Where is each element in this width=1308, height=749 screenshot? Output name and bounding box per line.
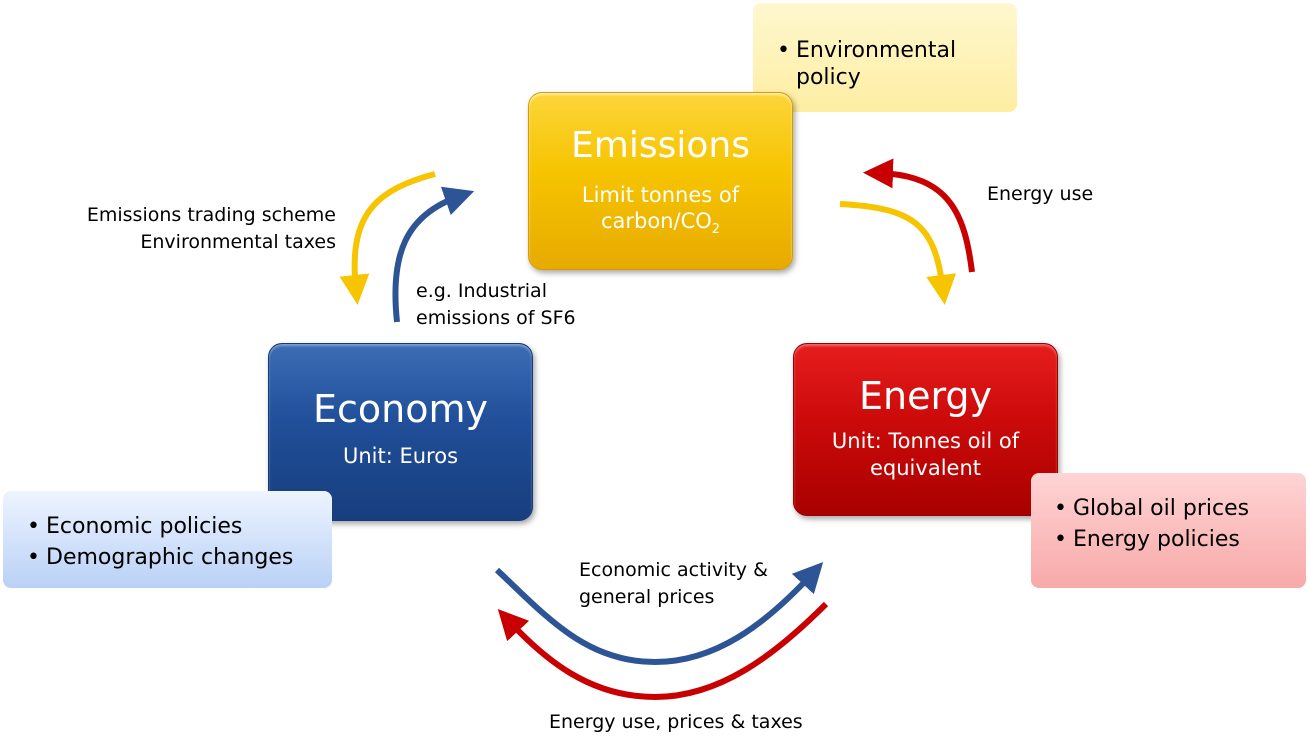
economy-factor-item: Economic policies [24,511,332,542]
arrow-energy-to-economy [497,601,829,701]
label-energy-use: Energy use [987,183,1094,205]
economy-factors-note: Economic policies Demographic changes [3,491,332,588]
economy-box: Economy Unit: Euros [268,343,533,521]
arrow-emissions-to-economy [339,171,436,305]
arrow-economy-to-energy [494,561,824,666]
economy-factor-item: Demographic changes [24,542,332,573]
economy-unit: Unit: Euros [342,444,459,468]
emissions-title: Emissions [571,125,750,166]
energy-factor-item: Energy policies [1051,524,1306,555]
emissions-unit-line1: Limit tonnes of [581,183,740,207]
arrow-energy-to-emissions [863,158,975,273]
emissions-box: Emissions Limit tonnes of carbon/CO2 [528,92,793,270]
label-economic-activity: Economic activity &general prices [579,559,768,608]
arrow-economy-to-emissions [392,186,475,323]
energy-title: Energy [858,374,993,418]
economy-title: Economy [313,387,488,431]
energy-factor-item: Global oil prices [1051,493,1306,524]
label-energy-prices-taxes: Energy use, prices & taxes [549,711,803,733]
arrow-emissions-to-energy [839,201,957,305]
emissions-unit-line2: carbon/CO2 [600,209,721,238]
energy-factors-note: Global oil prices Energy policies [1031,473,1306,588]
